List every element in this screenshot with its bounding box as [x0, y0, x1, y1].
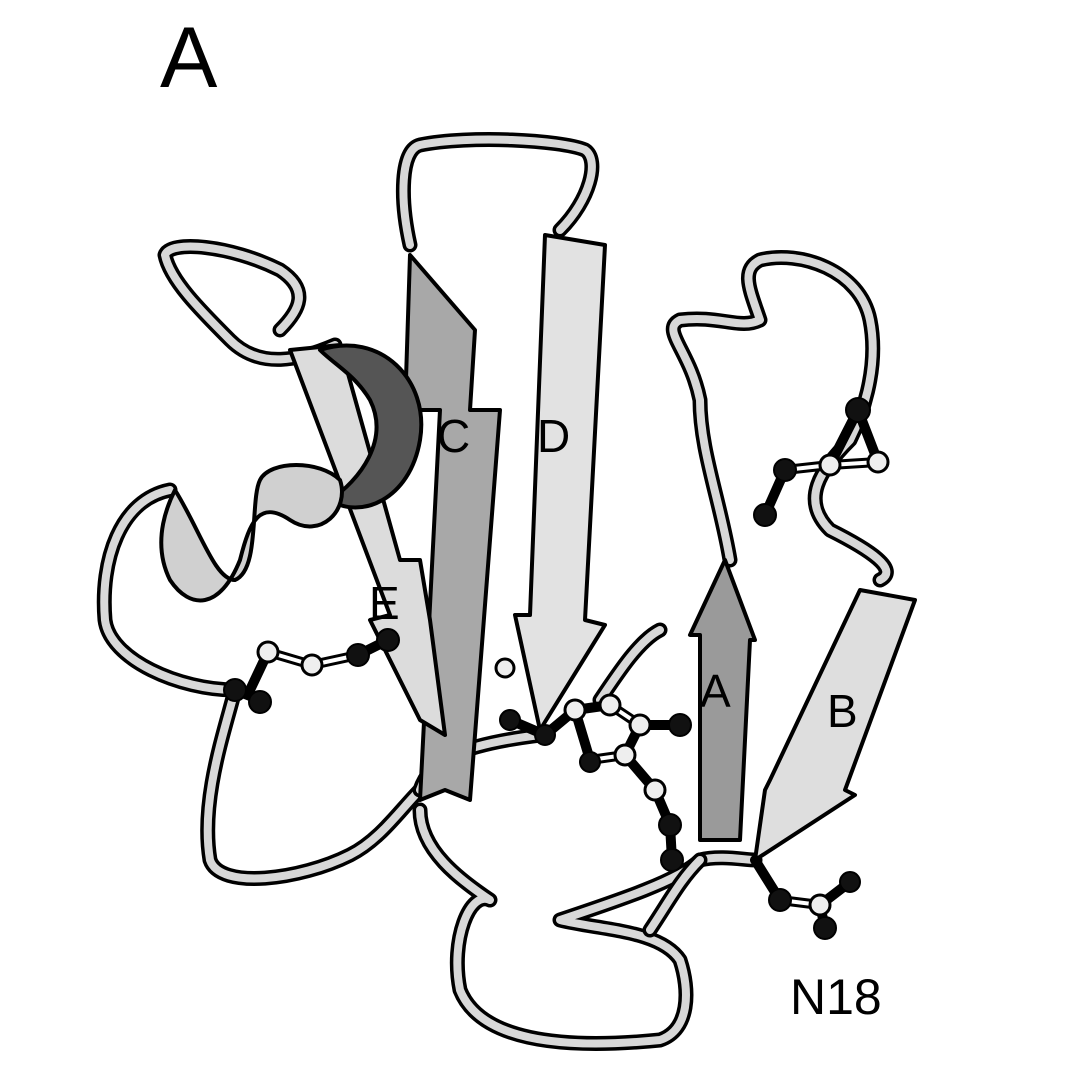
strand-b	[753, 588, 917, 862]
strand-label-c: C	[437, 410, 471, 462]
disulfide-left	[223, 628, 400, 714]
ball-and-stick	[223, 397, 890, 940]
strand-label-e: E	[369, 577, 400, 629]
coil-loops	[96, 132, 894, 1051]
residue-label-n18: N18	[790, 969, 882, 1025]
panel-label: A	[160, 10, 218, 106]
aromatic-side-chain	[494, 657, 692, 872]
strand-d	[513, 233, 607, 732]
strand-label-d: D	[537, 410, 571, 462]
strand-a	[688, 558, 757, 842]
asn18-side-chain	[750, 855, 861, 940]
alpha-helix	[159, 343, 424, 603]
strand-label-a: A	[700, 665, 731, 717]
strand-label-b: B	[827, 685, 858, 737]
disulfide-right	[753, 397, 890, 527]
beta-strands	[288, 233, 917, 862]
